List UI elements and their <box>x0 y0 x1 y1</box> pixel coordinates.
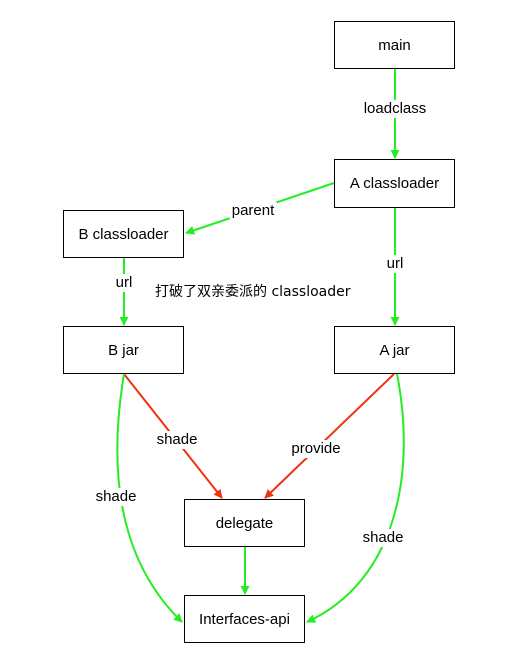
edge-label-shade-a-interfaces: shade <box>360 529 406 547</box>
edge-label-provide: provide <box>289 440 343 458</box>
node-a-classloader: A classloader <box>334 159 455 208</box>
edge-provide <box>264 373 395 499</box>
edge-label-url-a: url <box>384 255 406 273</box>
node-a-jar: A jar <box>334 326 455 374</box>
edge-label-shade-b-interfaces: shade <box>93 488 139 506</box>
node-main: main <box>334 21 455 69</box>
node-delegate: delegate <box>184 499 305 547</box>
node-b-classloader: B classloader <box>63 210 184 258</box>
edge-shade-a-interfaces <box>306 373 405 623</box>
edge-label-url-b: url <box>113 274 135 292</box>
node-interfaces-api: Interfaces-api <box>184 595 305 643</box>
edge-shade-b-interfaces <box>116 373 183 623</box>
edge-label-parent: parent <box>229 202 277 220</box>
annotation-text: 打破了双亲委派的 classloader <box>155 284 351 300</box>
edge-label-shade-b-delegate: shade <box>154 431 200 449</box>
node-b-jar: B jar <box>63 326 184 374</box>
edge-label-loadclass: loadclass <box>361 100 429 118</box>
